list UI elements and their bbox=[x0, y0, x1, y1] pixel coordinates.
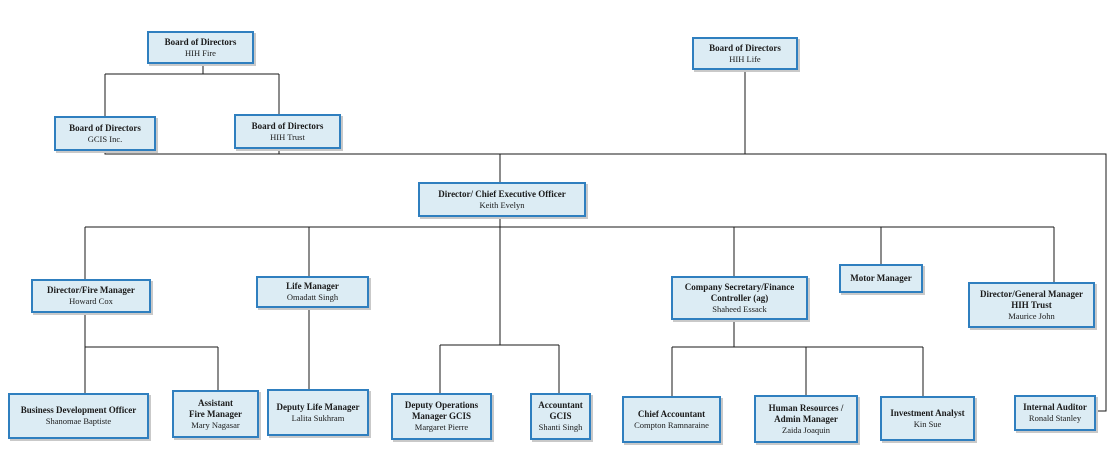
node-company-secretary: Company Secretary/Finance Controller (ag… bbox=[671, 276, 808, 320]
node-board-hih-fire: Board of Directors HIH Fire bbox=[147, 31, 254, 64]
node-fire-manager: Director/Fire Manager Howard Cox bbox=[31, 279, 151, 313]
node-motor-manager: Motor Manager bbox=[839, 264, 923, 293]
node-internal-auditor: Internal Auditor Ronald Stanley bbox=[1014, 395, 1096, 431]
node-name: HIH Life bbox=[729, 53, 761, 64]
node-name: Compton Ramnaraine bbox=[634, 419, 709, 430]
node-title: Deputy Operations Manager GCIS bbox=[404, 400, 479, 421]
node-name: Howard Cox bbox=[69, 296, 113, 306]
node-name: HIH Trust bbox=[270, 131, 305, 142]
node-deputy-life-manager: Deputy Life Manager Lalita Sukhram bbox=[267, 389, 369, 436]
node-name: GCIS Inc. bbox=[87, 133, 123, 144]
node-name: HIH Fire bbox=[185, 47, 216, 58]
node-name: Shanomae Baptiste bbox=[45, 416, 112, 426]
node-name: Shanti Singh bbox=[538, 422, 583, 432]
node-life-manager: Life Manager Omadatt Singh bbox=[256, 276, 369, 308]
node-title: Director/ Chief Executive Officer bbox=[438, 188, 566, 199]
node-name: Omadatt Singh bbox=[286, 292, 339, 302]
node-title: Business Development Officer bbox=[20, 405, 137, 415]
node-title: Deputy Life Manager bbox=[276, 401, 360, 412]
node-title: Motor Manager bbox=[850, 273, 912, 283]
node-chief-accountant: Chief Accountant Compton Ramnaraine bbox=[622, 396, 721, 443]
node-deputy-operations-manager: Deputy Operations Manager GCIS Margaret … bbox=[391, 393, 492, 440]
node-board-hih-trust: Board of Directors HIH Trust bbox=[234, 114, 341, 149]
node-title: Human Resources / Admin Manager bbox=[768, 402, 844, 424]
node-title: Director/General Manager HIH Trust bbox=[979, 288, 1084, 310]
node-assistant-fire-manager: Assistant Fire Manager Mary Nagasar bbox=[172, 390, 259, 438]
node-accountant-gcis: Accountant GCIS Shanti Singh bbox=[530, 393, 591, 440]
node-investment-analyst: Investment Analyst Kin Sue bbox=[880, 396, 975, 441]
node-title: Investment Analyst bbox=[890, 407, 965, 418]
node-title: Life Manager bbox=[286, 281, 339, 291]
node-name: Mary Nagasar bbox=[191, 419, 240, 430]
node-name: Keith Evelyn bbox=[479, 199, 525, 210]
node-name: Zaida Joaquin bbox=[782, 424, 830, 435]
node-name: Shaheed Essack bbox=[712, 303, 767, 314]
node-title: Accountant GCIS bbox=[538, 400, 583, 421]
node-hr-admin-manager: Human Resources / Admin Manager Zaida Jo… bbox=[754, 395, 858, 443]
node-title: Chief Accountant bbox=[637, 408, 706, 419]
node-name: Maurice John bbox=[1008, 310, 1055, 321]
node-title: Company Secretary/Finance Controller (ag… bbox=[684, 281, 795, 303]
node-gm-hih-trust: Director/General Manager HIH Trust Mauri… bbox=[968, 282, 1095, 328]
node-title: Board of Directors bbox=[164, 36, 237, 47]
node-title: Board of Directors bbox=[251, 120, 324, 131]
node-board-hih-life: Board of Directors HIH Life bbox=[692, 37, 798, 70]
node-title: Board of Directors bbox=[69, 122, 141, 133]
node-name: Kin Sue bbox=[913, 418, 942, 429]
node-title: Director/Fire Manager bbox=[47, 285, 135, 295]
node-business-development-officer: Business Development Officer Shanomae Ba… bbox=[8, 393, 149, 439]
node-name: Lalita Sukhram bbox=[291, 412, 345, 423]
node-title: Assistant Fire Manager bbox=[188, 397, 243, 419]
node-name: Ronald Stanley bbox=[1028, 413, 1082, 423]
node-ceo: Director/ Chief Executive Officer Keith … bbox=[418, 182, 586, 217]
node-name: Margaret Pierre bbox=[414, 422, 469, 432]
node-title: Board of Directors bbox=[709, 42, 781, 53]
node-title: Internal Auditor bbox=[1023, 402, 1087, 412]
node-board-gcis: Board of Directors GCIS Inc. bbox=[54, 116, 156, 151]
